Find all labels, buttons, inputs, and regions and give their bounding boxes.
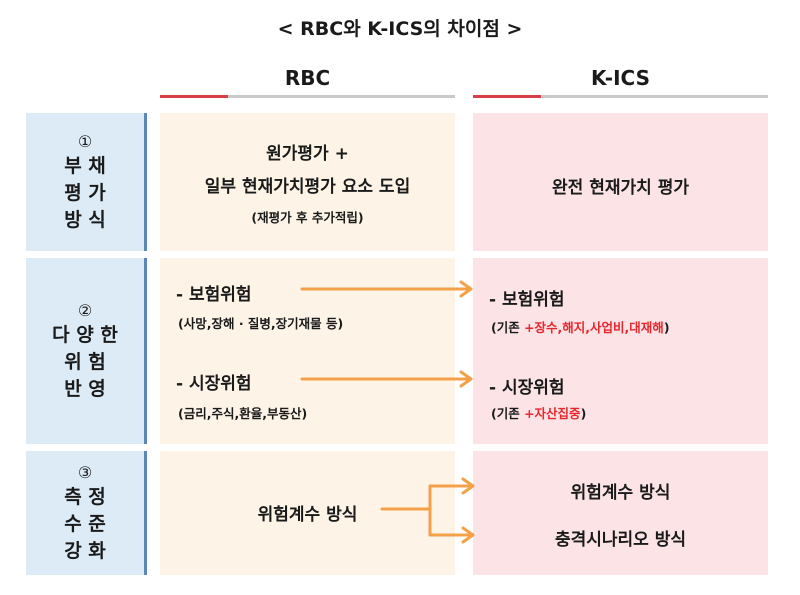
note-added-risks: +장수,해지,사업비,대재해 (524, 320, 664, 335)
row-label-measurement-enhancement: ③ 측 정 수 준 강 화 (26, 451, 147, 575)
rbc-cell-measurement: 위험계수 방식 (160, 451, 455, 575)
arrow-market-risk (300, 370, 473, 388)
kics-valuation-text: 완전 현재가치 평가 (552, 178, 689, 198)
kics-insurance-risk: - 보험위험 (489, 290, 565, 310)
row-label-line: 평 가 (64, 181, 106, 204)
rbc-risk-factor-method: 위험계수 방식 (257, 505, 358, 525)
row-label-line: 측 정 (64, 485, 106, 508)
row-label-risk-reflection: ② 다 양 한 위 험 반 영 (26, 258, 147, 444)
note-suffix: ) (663, 320, 670, 335)
row-label-line: 다 양 한 (52, 323, 118, 346)
kics-shock-scenario-method: 충격시나리오 방식 (554, 530, 687, 550)
kics-cell-liability-valuation: 완전 현재가치 평가 (473, 113, 768, 251)
row-label-line: 반 영 (64, 377, 106, 400)
kics-column-header: K-ICS (591, 66, 650, 90)
kics-cell-risk-reflection: - 보험위험 (기존 +장수,해지,사업비,대재해) - 시장위험 (기존 +자… (473, 258, 768, 444)
rbc-insurance-risk-note: (사망,장해 · 질병,장기재물 등) (178, 316, 344, 331)
kics-cell-measurement: 위험계수 방식 충격시나리오 방식 (473, 451, 768, 575)
row-label-liability-valuation: ① 부 채 평 가 방 식 (26, 113, 147, 251)
note-prefix: (기존 (491, 320, 525, 335)
rbc-valuation-note: (재평가 후 추가적립) (251, 210, 364, 225)
row-number: ② (77, 300, 93, 320)
kics-insurance-risk-note: (기존 +장수,해지,사업비,대재해) (491, 317, 670, 336)
rbc-header-underline (160, 95, 455, 98)
diagram-title: < RBC와 K-ICS의 차이점 > (277, 18, 523, 40)
rbc-valuation-line2: 일부 현재가치평가 요소 도입 (204, 177, 411, 197)
kics-market-risk: - 시장위험 (489, 378, 565, 398)
row-label-line: 강 화 (64, 539, 106, 562)
kics-market-risk-note: (기존 +자산집중) (491, 403, 586, 422)
kics-header-underline (473, 95, 768, 98)
rbc-cell-liability-valuation: 원가평가 + 일부 현재가치평가 요소 도입 (재평가 후 추가적립) (160, 113, 455, 251)
row-label-line: 부 채 (64, 154, 106, 177)
rbc-column-header: RBC (284, 66, 331, 90)
rbc-insurance-risk: - 보험위험 (176, 285, 252, 305)
row-label-line: 수 준 (64, 512, 106, 535)
row-label-line: 위 험 (64, 350, 106, 373)
rbc-valuation-line1: 원가평가 + (266, 144, 349, 164)
note-prefix: (기존 (491, 406, 525, 421)
row-number: ① (77, 131, 93, 151)
rbc-market-risk-note: (금리,주식,환율,부동산) (178, 406, 308, 421)
row-number: ③ (77, 462, 93, 482)
note-suffix: ) (580, 406, 587, 421)
kics-risk-factor-method: 위험계수 방식 (570, 483, 671, 503)
row-label-line: 방 식 (64, 208, 106, 231)
arrow-fork-measurement (380, 477, 475, 544)
arrow-insurance-risk (300, 280, 473, 298)
rbc-market-risk: - 시장위험 (176, 374, 252, 394)
note-added-risks: +자산집중 (524, 406, 581, 421)
